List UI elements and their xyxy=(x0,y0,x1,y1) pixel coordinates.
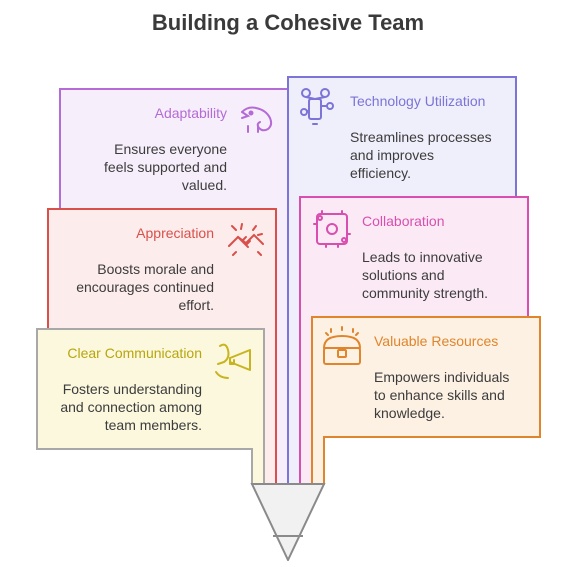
resources-line: Empowers individuals xyxy=(374,369,510,385)
appreciation-description: Boosts morale and encourages continued e… xyxy=(76,260,214,314)
appreciation-line: effort. xyxy=(178,297,214,313)
treasure-chest-icon xyxy=(323,326,361,365)
collaboration-line: solutions and xyxy=(362,267,445,283)
adaptability-description: Ensures everyone feels supported and val… xyxy=(104,140,227,194)
collaboration-label: Collaboration xyxy=(362,213,445,229)
network-device-icon xyxy=(300,88,334,125)
resources-line: to enhance skills and xyxy=(374,387,505,403)
appreciation-line: Boosts morale and xyxy=(97,261,214,277)
adaptability-label: Adaptability xyxy=(154,105,227,121)
collaboration-line: Leads to innovative xyxy=(362,249,483,265)
megaphone-icon xyxy=(215,343,251,379)
resources-label: Valuable Resources xyxy=(374,333,499,349)
communication-line: Fosters understanding xyxy=(62,381,202,397)
appreciation-line: encourages continued xyxy=(76,279,214,295)
chameleon-icon xyxy=(241,106,273,133)
collaboration-description: Leads to innovative solutions and commun… xyxy=(362,248,488,302)
technology-description: Streamlines processes and improves effic… xyxy=(350,128,492,182)
resources-line: knowledge. xyxy=(374,405,445,421)
technology-line: Streamlines processes xyxy=(350,129,492,145)
adaptability-line: feels supported and xyxy=(104,159,227,175)
communication-label: Clear Communication xyxy=(67,345,202,361)
communication-line: team members. xyxy=(104,417,202,433)
adaptability-line: Ensures everyone xyxy=(114,141,227,157)
collaboration-line: community strength. xyxy=(362,285,489,301)
communication-description: Fosters understanding and connection amo… xyxy=(60,380,202,434)
appreciation-label: Appreciation xyxy=(136,225,214,241)
communication-line: and connection among xyxy=(60,399,202,415)
pencil-tip xyxy=(250,483,326,561)
technology-label: Technology Utilization xyxy=(350,93,486,109)
resources-description: Empowers individuals to enhance skills a… xyxy=(374,368,509,422)
technology-line: and improves xyxy=(350,147,435,163)
puzzle-people-icon xyxy=(313,210,351,248)
diagram-title: Building a Cohesive Team xyxy=(151,10,425,35)
technology-line: efficiency. xyxy=(350,165,411,181)
adaptability-line: valued. xyxy=(181,177,227,193)
handshake-icon xyxy=(228,223,264,256)
